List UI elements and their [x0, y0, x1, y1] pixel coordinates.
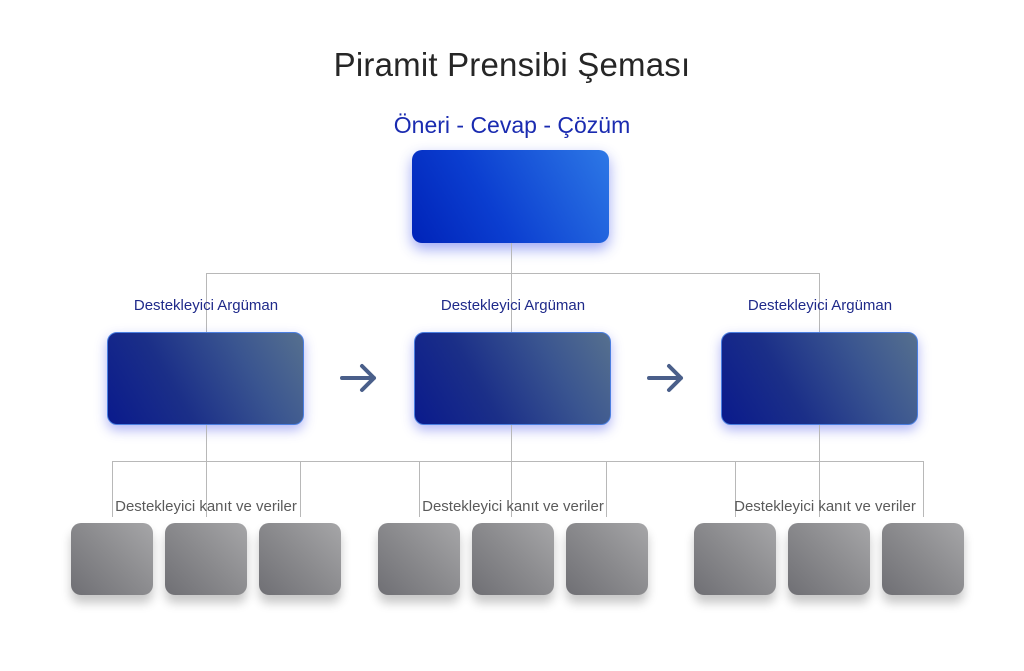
- argument-box-2: [414, 332, 611, 425]
- connector-evidence-drop: [735, 461, 736, 517]
- evidence-box: [259, 523, 341, 595]
- connector-evidence-drop: [511, 461, 512, 517]
- connector-evidence-drop: [606, 461, 607, 517]
- argument-label-2: Destekleyici Argüman: [440, 297, 586, 314]
- connector-evidence-drop: [419, 461, 420, 517]
- connector-arg1-down: [206, 425, 207, 462]
- connector-top-down: [511, 243, 512, 273]
- connector-level1-horizontal: [206, 273, 820, 274]
- evidence-box: [472, 523, 554, 595]
- evidence-box: [882, 523, 964, 595]
- connector-evidence-drop: [819, 461, 820, 517]
- arrow-right-icon: [340, 364, 376, 392]
- evidence-box: [378, 523, 460, 595]
- connector-arg2-down: [511, 425, 512, 462]
- connector-evidence-drop: [112, 461, 113, 517]
- connector-level2-horizontal: [112, 461, 924, 462]
- connector-arg3-down: [819, 425, 820, 462]
- evidence-box: [694, 523, 776, 595]
- top-node-label: Öneri - Cevap - Çözüm: [393, 112, 631, 138]
- diagram-title: Piramit Prensibi Şeması: [333, 46, 691, 83]
- arrow-right-icon: [647, 364, 683, 392]
- connector-arg3-drop: [819, 273, 820, 332]
- evidence-box: [788, 523, 870, 595]
- argument-box-1: [107, 332, 304, 425]
- argument-label-1: Destekleyici Argüman: [133, 297, 279, 314]
- evidence-box: [165, 523, 247, 595]
- evidence-label-3: Destekleyici kanıt ve veriler: [734, 498, 916, 515]
- evidence-label-2: Destekleyici kanıt ve veriler: [422, 498, 604, 515]
- argument-label-3: Destekleyici Argüman: [747, 297, 893, 314]
- argument-box-3: [721, 332, 918, 425]
- connector-evidence-drop: [923, 461, 924, 517]
- evidence-box: [71, 523, 153, 595]
- top-node-box: [412, 150, 609, 243]
- evidence-label-1: Destekleyici kanıt ve veriler: [115, 498, 297, 515]
- evidence-box: [566, 523, 648, 595]
- connector-arg1-drop: [206, 273, 207, 332]
- connector-evidence-drop: [206, 461, 207, 517]
- connector-evidence-drop: [300, 461, 301, 517]
- connector-arg2-drop: [511, 273, 512, 332]
